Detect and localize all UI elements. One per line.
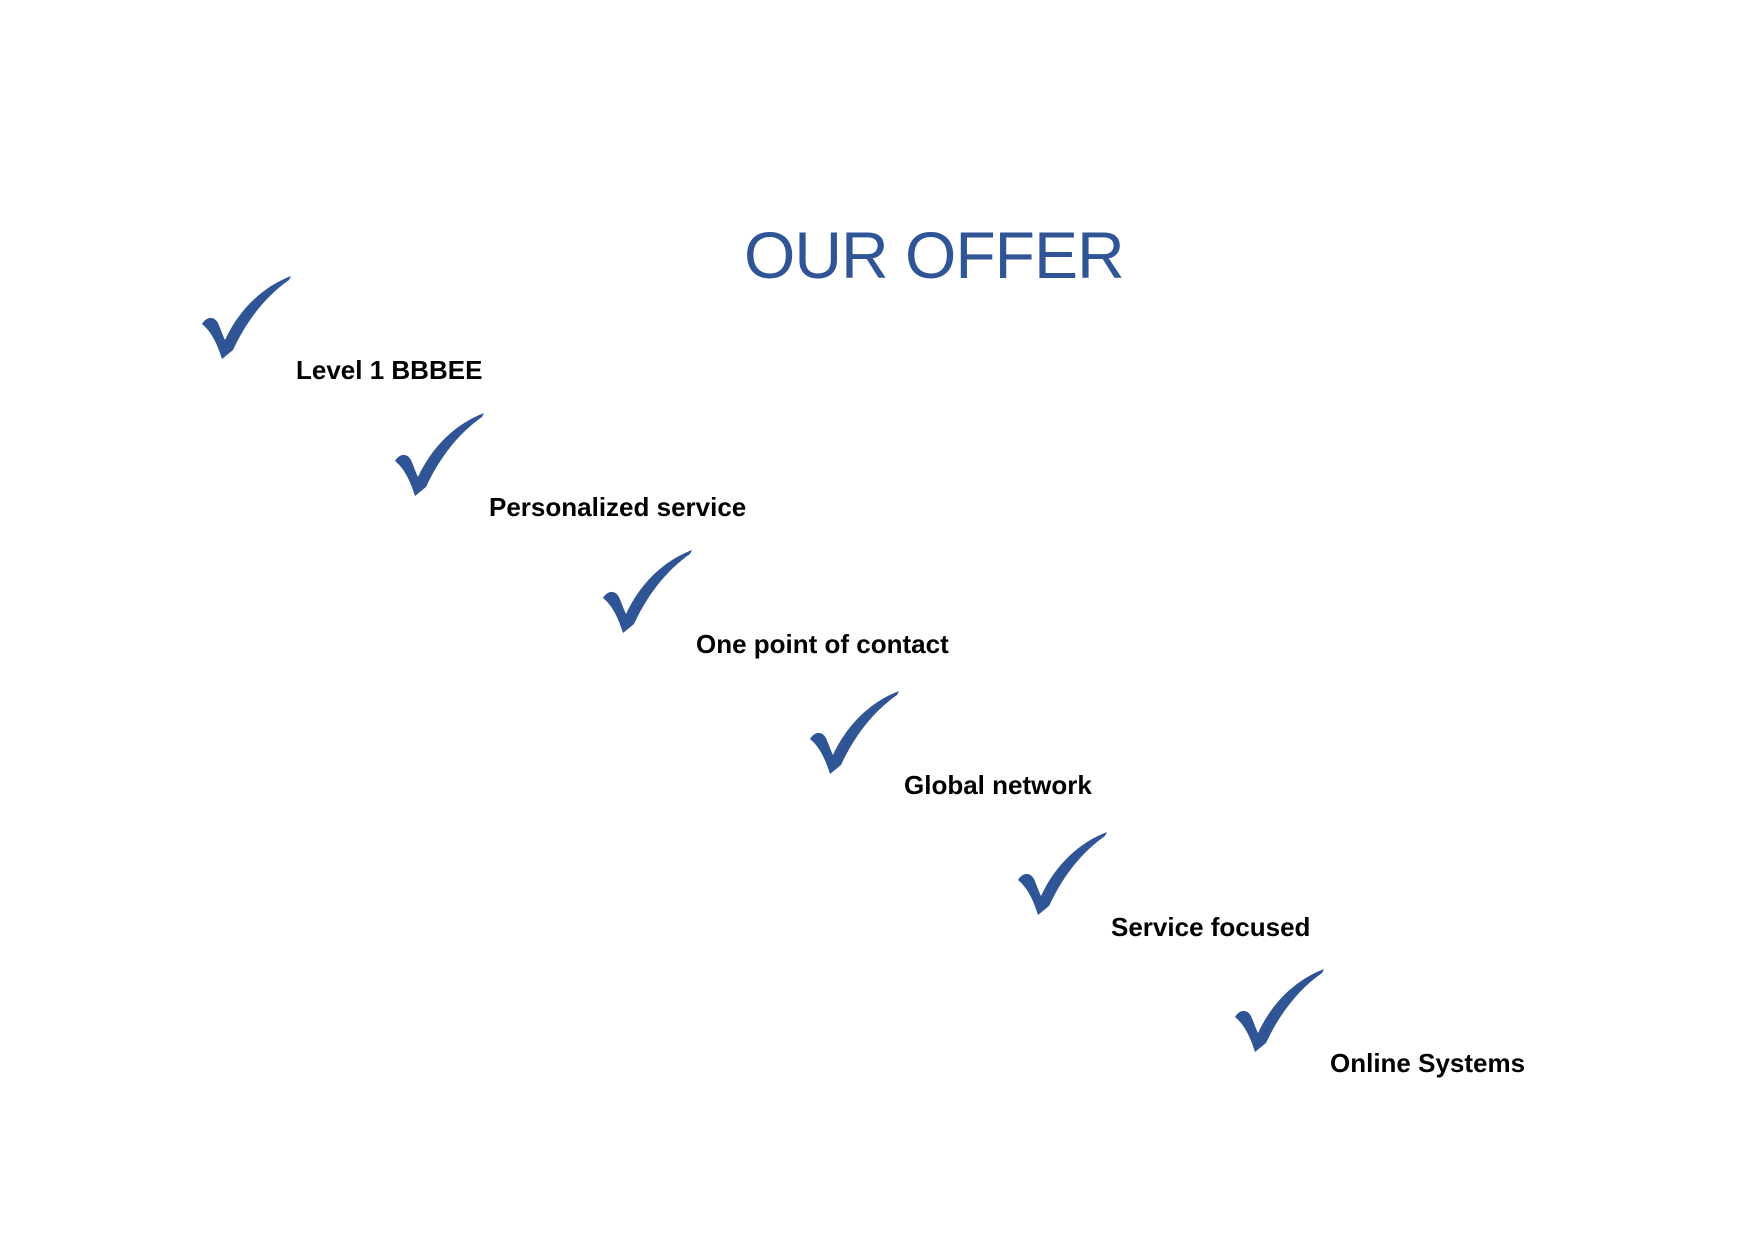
offer-item-label: Online Systems <box>1330 1048 1526 1078</box>
page-title: OUR OFFER <box>744 218 1125 292</box>
offer-item-label: Service focused <box>1111 912 1311 942</box>
offer-item-label: Level 1 BBBEE <box>296 355 483 385</box>
checkmark-icon <box>1235 969 1324 1052</box>
offer-item-label: Personalized service <box>489 492 747 522</box>
checkmark-icon <box>395 413 484 496</box>
checkmark-icon <box>810 691 899 774</box>
offer-item-label: One point of contact <box>696 629 949 659</box>
checkmark-icon <box>202 276 291 359</box>
offer-item-label: Global network <box>904 770 1092 800</box>
checkmark-icon <box>1018 832 1107 915</box>
checkmark-icon <box>603 550 692 633</box>
